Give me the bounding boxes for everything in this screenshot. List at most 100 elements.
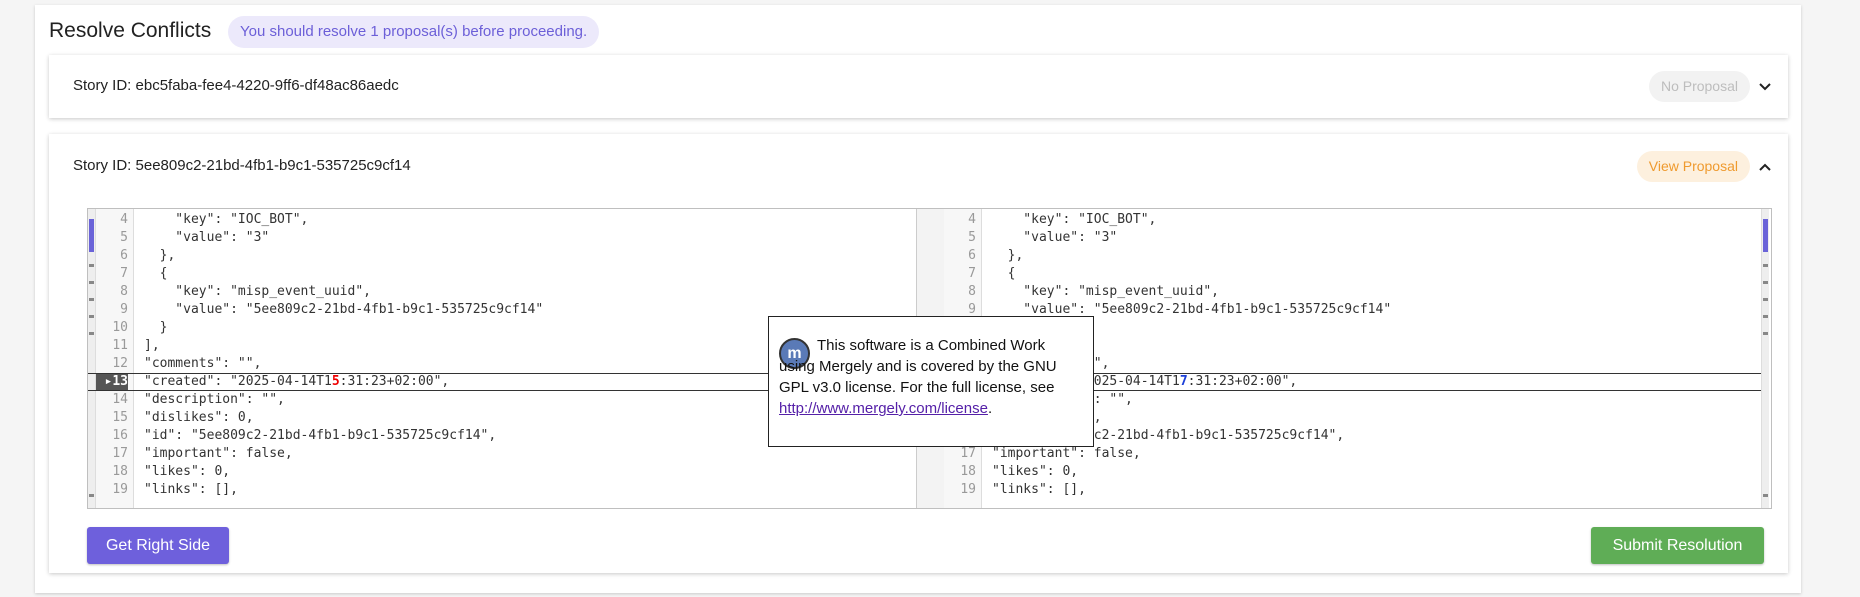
line-number: 4 [120,212,128,227]
license-text: This software is a Combined Work using M… [779,335,1084,419]
submit-resolution-button[interactable]: Submit Resolution [1591,527,1764,564]
line-number: 8 [120,284,128,299]
get-right-side-button[interactable]: Get Right Side [87,527,229,564]
code-line: 17"important": false, [88,445,916,463]
code-line: 10 } [88,319,916,337]
right-overview-margin[interactable] [1761,209,1769,508]
line-number: 18 [112,464,128,479]
code-text: "description": "", [144,392,285,407]
code-text: }, [992,248,1024,263]
diff-marker [1763,332,1768,335]
license-suffix: . [987,400,993,417]
scroll-thumb[interactable] [89,219,94,252]
code-line: 16 "id": "5ee809c2-21bd-4fb1-b9c1-535725c… [88,427,916,445]
diff-marker [1763,264,1768,267]
left-line-gutter [96,209,134,508]
line-number: 19 [112,482,128,497]
line-number: 5 [120,230,128,245]
code-text: "links": [], [992,482,1086,497]
code-line: 15 "dislikes": 0, [88,409,916,427]
code-text: "value": "5ee809c2-21bd-4fb1-b9c1-535725… [992,302,1392,317]
diff-marker [89,264,94,267]
code-line: 6 }, [944,247,1769,265]
left-overview-margin[interactable] [88,209,96,508]
line-number: 15 [112,410,128,425]
page-title: Resolve Conflicts [49,19,212,42]
code-text: ], [144,338,160,353]
line-number: 17 [960,446,976,461]
license-link[interactable]: http://www.mergely.com/license [779,400,988,417]
code-line: 14 "description": "", [88,391,916,409]
line-number: 10 [112,320,128,335]
line-number: 8 [968,284,976,299]
code-line: 5 "value": "3" [944,229,1769,247]
diff-marker [89,332,94,335]
diff-marker [89,281,94,284]
code-segment: :31:23+02:00", [1187,374,1298,389]
code-line: 18 "likes": 0, [88,463,916,481]
line-number: 18 [960,464,976,479]
code-text: { [144,266,168,281]
code-text: }, [144,248,176,263]
code-text: "key": "misp_event_uuid", [992,284,1219,299]
diff-marker [89,315,94,318]
code-text: "important": false, [992,446,1141,461]
line-number: 11 [112,338,128,353]
line-number: 16 [112,428,128,443]
code-line: 17 "important": false, [944,445,1769,463]
line-number: 12 [112,356,128,371]
code-text: "id": "5ee809c2-21bd-4fb1-b9c1-535725c9c… [144,428,497,443]
code-text: "important": false, [144,446,293,461]
code-line: 5 "value": "3" [88,229,916,247]
code-text: "dislikes": 0, [144,410,254,425]
line-number: 6 [968,248,976,263]
code-text: "created": "2025-04-14T15:31:23+02:00", [144,374,449,390]
code-text: "value": "3" [144,230,270,245]
code-text: "comments": "", [144,356,262,371]
proposal-alert-badge: You should resolve 1 proposal(s) before … [228,16,600,48]
changed-character: 7 [1179,374,1188,389]
code-line: 4 "key": "IOC_BOT", [88,211,916,229]
code-line: 12 "comments": "", [88,355,916,373]
chevron-down-icon[interactable] [1756,78,1774,96]
story-card-collapsed[interactable]: Story ID: ebc5faba-fee4-4220-9ff6-df48ac… [49,55,1788,118]
code-text: "value": "5ee809c2-21bd-4fb1-b9c1-535725… [144,302,544,317]
line-number: 7 [968,266,976,281]
code-line: 8 "key": "misp_event_uuid", [944,283,1769,301]
left-code-lines: 4 "key": "IOC_BOT",5 "value": "3"6 },7 {… [88,211,916,499]
line-number: 14 [112,392,128,407]
story-id-label: Story ID: 5ee809c2-21bd-4fb1-b9c1-535725… [73,157,411,174]
line-number: 7 [120,266,128,281]
code-line: 18 "likes": 0, [944,463,1769,481]
mergely-logo-icon: m [779,338,810,369]
left-pane[interactable]: 4 "key": "IOC_BOT",5 "value": "3"6 },7 {… [88,209,916,508]
license-popup: m This software is a Combined Work using… [768,316,1094,447]
code-text: { [992,266,1016,281]
code-segment: "created": "2025-04-14T1 [144,374,332,389]
scroll-thumb[interactable] [1763,219,1768,252]
no-proposal-chip: No Proposal [1648,71,1750,102]
code-text: } [144,320,168,335]
diff-marker [1763,281,1768,284]
code-text: "key": "misp_event_uuid", [144,284,371,299]
code-text: "key": "IOC_BOT", [992,212,1157,227]
line-number: ▸13 [96,374,128,390]
view-proposal-chip[interactable]: View Proposal [1636,151,1750,182]
line-number: 9 [968,302,976,317]
line-number: 19 [960,482,976,497]
line-number: 9 [120,302,128,317]
code-line: 7 { [944,265,1769,283]
code-line: 9 "value": "5ee809c2-21bd-4fb1-b9c1-5357… [944,301,1769,319]
code-line: 4 "key": "IOC_BOT", [944,211,1769,229]
resolve-conflicts-panel: Resolve Conflicts You should resolve 1 p… [35,5,1801,593]
line-number: 5 [968,230,976,245]
code-text: "likes": 0, [992,464,1079,479]
code-text: "likes": 0, [144,464,231,479]
code-line: 19 "links": [], [944,481,1769,499]
chevron-up-icon[interactable] [1756,158,1774,176]
code-text: "key": "IOC_BOT", [144,212,309,227]
diff-marker [89,494,94,497]
code-line: 6 }, [88,247,916,265]
line-number: 6 [120,248,128,263]
story-id-label: Story ID: ebc5faba-fee4-4220-9ff6-df48ac… [73,77,399,94]
